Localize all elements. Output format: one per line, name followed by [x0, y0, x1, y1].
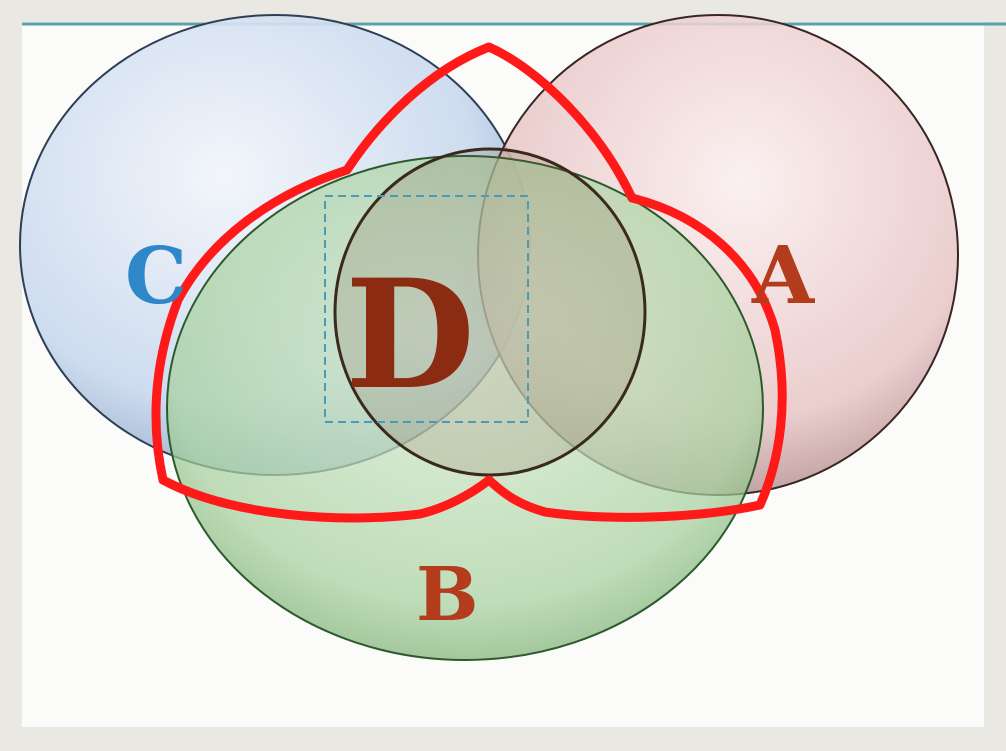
set-b-ellipse	[166, 155, 764, 661]
set-a-label: A	[751, 228, 815, 322]
dashed-selection-box	[324, 195, 529, 423]
set-c-label: C	[125, 231, 187, 322]
center-lens-ellipse	[333, 147, 647, 477]
red-highlight-outline	[151, 42, 787, 523]
center-d-label: D	[345, 247, 475, 423]
set-b-label: B	[416, 552, 479, 638]
